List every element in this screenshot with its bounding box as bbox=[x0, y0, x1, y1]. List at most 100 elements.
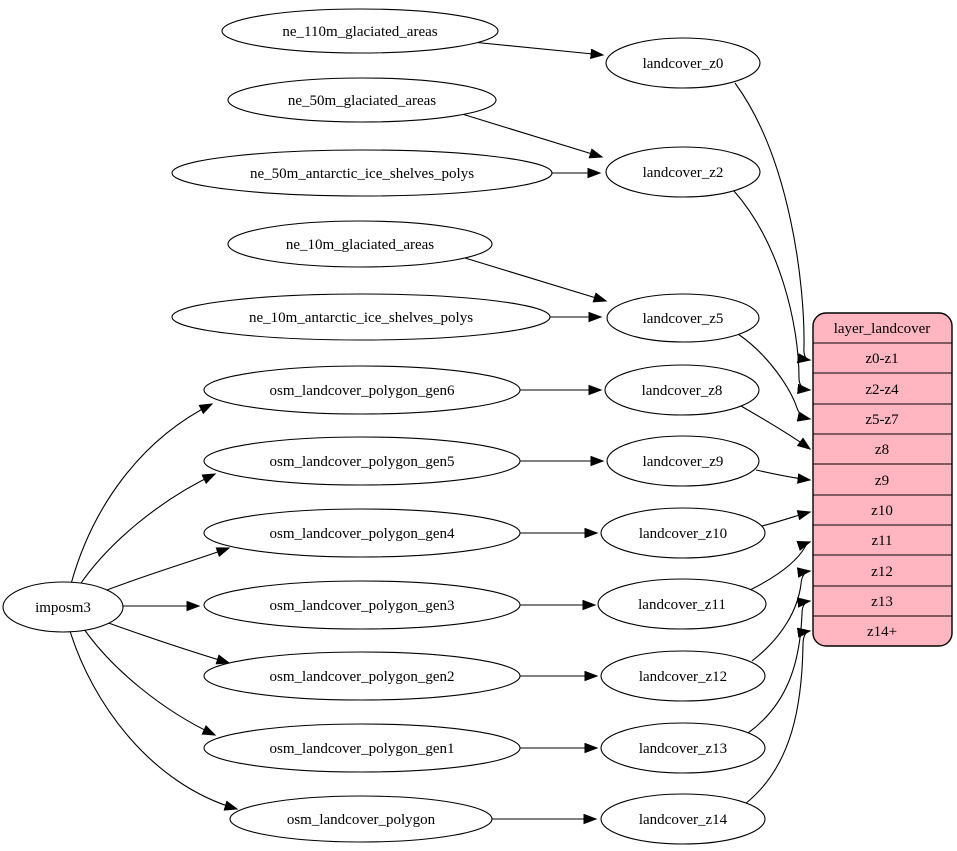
node-ellipse bbox=[171, 149, 553, 197]
edge-landcover-z13-to-row-z13 bbox=[747, 601, 810, 734]
node-label: landcover_z12 bbox=[639, 669, 727, 685]
record-row-z0-z1: z0-z1 bbox=[865, 351, 898, 367]
node-ellipse bbox=[604, 364, 760, 416]
node-label: ne_10m_antarctic_ice_shelves_polys bbox=[249, 310, 473, 326]
node-ellipse bbox=[606, 293, 760, 343]
node-label: ne_50m_antarctic_ice_shelves_polys bbox=[250, 166, 474, 182]
node-ellipse bbox=[203, 436, 521, 486]
node-ellipse bbox=[606, 435, 760, 487]
edge-imposm3-to-osm-landcover-polygon-gen1 bbox=[83, 628, 215, 735]
node-ellipse bbox=[229, 795, 493, 843]
edge-landcover-z8-to-row-z8 bbox=[740, 405, 810, 449]
record-row-z9: z9 bbox=[875, 473, 889, 489]
edge-ne-110m-glaciated-areas-to-landcover-z0 bbox=[471, 41, 603, 55]
node-label: landcover_z10 bbox=[639, 526, 727, 542]
node-landcover-z0: landcover_z0 bbox=[605, 37, 761, 89]
node-ellipse bbox=[203, 365, 521, 415]
node-osm-landcover-polygon-gen6: osm_landcover_polygon_gen6 bbox=[203, 365, 521, 415]
node-label: landcover_z2 bbox=[643, 165, 724, 181]
node-ellipse bbox=[600, 507, 766, 559]
node-layer-landcover-record: layer_landcover z0-z1 z2-z4 z5-z7 z8 z9 … bbox=[812, 312, 953, 647]
node-label: landcover_z13 bbox=[639, 741, 727, 757]
node-label: osm_landcover_polygon_gen3 bbox=[270, 598, 455, 614]
node-ellipse bbox=[171, 293, 551, 341]
node-landcover-z8: landcover_z8 bbox=[604, 364, 760, 416]
edge-landcover-z2-to-row-z2-z4 bbox=[733, 190, 810, 390]
edge-ne-50m-glaciated-areas-to-landcover-z2 bbox=[461, 113, 602, 157]
node-ellipse bbox=[2, 581, 124, 633]
node-osm-landcover-polygon-gen3: osm_landcover_polygon_gen3 bbox=[203, 580, 521, 630]
node-label: landcover_z0 bbox=[643, 56, 724, 72]
node-label: osm_landcover_polygon_gen6 bbox=[270, 383, 455, 399]
node-ellipse bbox=[221, 8, 499, 54]
node-label: osm_landcover_polygon_gen4 bbox=[270, 526, 455, 542]
node-label: osm_landcover_polygon_gen2 bbox=[270, 669, 455, 685]
edge-landcover-z5-to-row-z5-z7 bbox=[737, 333, 810, 419]
node-landcover-z2: landcover_z2 bbox=[605, 146, 761, 198]
record-row-z11: z11 bbox=[871, 533, 892, 549]
node-ellipse bbox=[203, 651, 521, 701]
node-osm-landcover-polygon-gen1: osm_landcover_polygon_gen1 bbox=[203, 723, 521, 773]
record-outline bbox=[812, 312, 953, 647]
edge-imposm3-to-osm-landcover-polygon-gen5 bbox=[78, 474, 215, 587]
node-ne-50m-antarctic-ice-shelves-polys: ne_50m_antarctic_ice_shelves_polys bbox=[171, 149, 553, 197]
node-label: ne_50m_glaciated_areas bbox=[288, 93, 436, 109]
node-imposm3: imposm3 bbox=[2, 581, 124, 633]
node-label: osm_landcover_polygon_gen1 bbox=[270, 741, 455, 757]
edge-landcover-z9-to-row-z9 bbox=[755, 469, 810, 480]
node-osm-landcover-polygon-gen4: osm_landcover_polygon_gen4 bbox=[203, 508, 521, 558]
record-row-z5-z7: z5-z7 bbox=[865, 412, 899, 428]
edge-landcover-z0-to-row-z0-z1 bbox=[734, 82, 810, 360]
record-row-z10: z10 bbox=[871, 503, 893, 519]
edge-imposm3-to-osm-landcover-polygon-gen4 bbox=[98, 548, 229, 594]
node-landcover-z13: landcover_z13 bbox=[600, 722, 766, 774]
node-landcover-z12: landcover_z12 bbox=[600, 650, 766, 702]
edge-imposm3-to-osm-landcover-polygon-gen6 bbox=[70, 404, 212, 585]
record-title: layer_landcover bbox=[834, 321, 931, 337]
node-label: landcover_z11 bbox=[638, 597, 726, 613]
node-ellipse bbox=[203, 508, 521, 558]
edge-landcover-z10-to-row-z10 bbox=[761, 512, 810, 527]
node-ellipse bbox=[203, 580, 521, 630]
node-ellipse bbox=[203, 723, 521, 773]
node-label: ne_10m_glaciated_areas bbox=[286, 237, 434, 253]
node-landcover-z10: landcover_z10 bbox=[600, 507, 766, 559]
node-landcover-z14: landcover_z14 bbox=[600, 793, 766, 845]
edge-imposm3-to-osm-landcover-polygon bbox=[69, 630, 237, 809]
node-landcover-z5: landcover_z5 bbox=[606, 293, 760, 343]
node-osm-landcover-polygon-gen2: osm_landcover_polygon_gen2 bbox=[203, 651, 521, 701]
edges-layer bbox=[69, 41, 810, 819]
record-row-z8: z8 bbox=[875, 442, 889, 458]
node-osm-landcover-polygon-gen5: osm_landcover_polygon_gen5 bbox=[203, 436, 521, 486]
node-ne-10m-antarctic-ice-shelves-polys: ne_10m_antarctic_ice_shelves_polys bbox=[171, 293, 551, 341]
node-label: landcover_z14 bbox=[639, 812, 728, 828]
record-row-z13: z13 bbox=[871, 594, 893, 610]
edge-landcover-z12-to-row-z12 bbox=[751, 571, 810, 662]
node-label: landcover_z9 bbox=[643, 454, 724, 470]
node-landcover-z11: landcover_z11 bbox=[597, 578, 767, 630]
node-ne-50m-glaciated-areas: ne_50m_glaciated_areas bbox=[227, 77, 497, 123]
node-ellipse bbox=[227, 77, 497, 123]
node-ellipse bbox=[227, 220, 493, 268]
node-ellipse bbox=[605, 146, 761, 198]
node-ellipse bbox=[600, 650, 766, 702]
node-label: osm_landcover_polygon bbox=[287, 812, 436, 828]
edge-imposm3-to-osm-landcover-polygon-gen2 bbox=[102, 620, 229, 663]
node-label: imposm3 bbox=[35, 600, 91, 616]
record-row-z2-z4: z2-z4 bbox=[865, 382, 899, 398]
node-ellipse bbox=[600, 722, 766, 774]
record-row-z14plus: z14+ bbox=[867, 624, 897, 640]
node-label: landcover_z8 bbox=[642, 383, 723, 399]
nodes-layer: ne_110m_glaciated_areas ne_50m_glaciated… bbox=[2, 8, 767, 845]
edge-landcover-z14-to-row-z14plus bbox=[744, 631, 810, 805]
node-ne-10m-glaciated-areas: ne_10m_glaciated_areas bbox=[227, 220, 493, 268]
edge-ne-10m-glaciated-areas-to-landcover-z5 bbox=[464, 257, 606, 301]
node-label: ne_110m_glaciated_areas bbox=[282, 24, 437, 40]
node-ellipse bbox=[597, 578, 767, 630]
node-ne-110m-glaciated-areas: ne_110m_glaciated_areas bbox=[221, 8, 499, 54]
record-row-z12: z12 bbox=[871, 564, 893, 580]
node-ellipse bbox=[600, 793, 766, 845]
node-landcover-z9: landcover_z9 bbox=[606, 435, 760, 487]
